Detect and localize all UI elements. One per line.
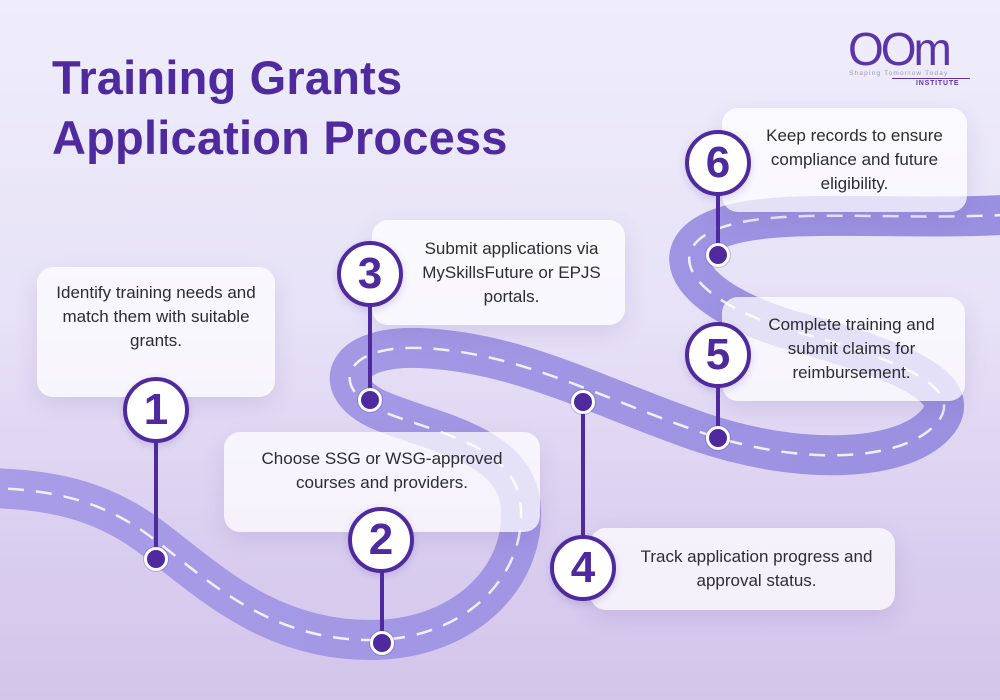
step-6-connector — [716, 190, 720, 246]
step-3-text: Submit applications via MySkillsFuture o… — [422, 238, 601, 306]
logo-institute: INSTITUTE — [916, 80, 960, 87]
title-line-2: Application Process — [52, 111, 508, 164]
step-6-card: Keep records to ensure compliance and fu… — [722, 108, 967, 212]
step-2-number-badge: 2 — [348, 507, 414, 573]
step-2-connector — [380, 560, 384, 634]
step-1-road-marker — [144, 547, 168, 571]
title-line-1: Training Grants — [52, 51, 403, 104]
step-3-road-marker — [358, 388, 382, 412]
step-5-connector — [716, 380, 720, 432]
step-4-road-marker — [571, 390, 595, 414]
road-center-dashes — [0, 213, 1000, 642]
step-3-card: Submit applications via MySkillsFuture o… — [372, 220, 625, 325]
step-2-card: Choose SSG or WSG-approved courses and p… — [224, 432, 540, 532]
page-title: Training Grants Application Process — [52, 48, 508, 168]
oom-institute-logo: OOm Shaping Tomorrow Today INSTITUTE — [846, 24, 971, 88]
step-6-road-marker — [706, 243, 730, 267]
step-3-number-badge: 3 — [337, 241, 403, 307]
step-4-connector — [581, 405, 585, 540]
logo-mark: OOm — [848, 23, 952, 75]
step-5-text: Complete training and submit claims for … — [768, 315, 935, 382]
step-2-text: Choose SSG or WSG-approved courses and p… — [261, 449, 503, 492]
step-5-road-marker — [706, 426, 730, 450]
logo-rule — [892, 78, 970, 79]
logo-tagline: Shaping Tomorrow Today — [849, 70, 949, 77]
step-2-road-marker — [370, 631, 394, 655]
step-4-number-badge: 4 — [550, 535, 616, 601]
step-1-text: Identify training needs and match them w… — [56, 283, 256, 350]
step-5-card: Complete training and submit claims for … — [722, 297, 965, 401]
step-5-number-badge: 5 — [685, 322, 751, 388]
step-6-number-badge: 6 — [685, 130, 751, 196]
step-3-connector — [368, 300, 372, 400]
step-4-card: Track application progress and approval … — [590, 528, 895, 610]
step-4-text: Track application progress and approval … — [640, 547, 873, 590]
step-6-text: Keep records to ensure compliance and fu… — [766, 126, 943, 193]
step-1-number-badge: 1 — [123, 377, 189, 443]
step-1-card: Identify training needs and match them w… — [37, 267, 275, 397]
step-1-connector — [154, 430, 158, 558]
